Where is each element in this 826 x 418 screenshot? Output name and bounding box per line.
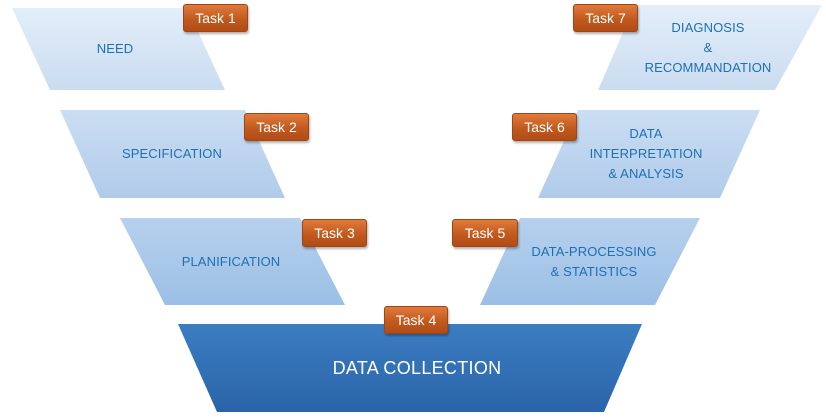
stage-shape-data-collection — [178, 324, 642, 412]
stage-label-line: DATA COLLECTION — [332, 358, 502, 378]
stage-label-data-processing: DATA-PROCESSING & STATISTICS — [510, 218, 678, 305]
stage-label-data-collection: DATA COLLECTION — [217, 324, 617, 412]
task-badge-1: Task 1 — [183, 4, 248, 32]
stage-label-line: PLANIFICATION — [181, 253, 281, 269]
stage-label-diagnosis: DIAGNOSIS & RECOMMANDATION — [632, 5, 784, 90]
stage-shape-data-processing — [480, 218, 700, 305]
task-badge-5: Task 5 — [452, 219, 518, 247]
stage-label-line: & STATISTICS — [550, 263, 638, 279]
stage-label-line: INTERPRETATION — [589, 146, 703, 161]
task-badge-7: Task 7 — [573, 4, 638, 32]
stage-label-line: DATA-PROCESSING — [531, 243, 657, 259]
stage-shape-need — [12, 8, 225, 90]
stage-label-line: DATA — [629, 126, 663, 141]
stage-label-planification: PLANIFICATION — [160, 218, 302, 305]
task-badge-6: Task 6 — [512, 113, 577, 141]
stage-label-line: & ANALYSIS — [608, 166, 684, 181]
stage-label-line: & — [703, 39, 713, 55]
task-badge-3: Task 3 — [302, 219, 367, 247]
task-badge-2: Task 2 — [244, 113, 309, 141]
stage-label-line: NEED — [96, 41, 134, 56]
stage-label-line: DIAGNOSIS — [671, 19, 745, 35]
stage-label-need: NEED — [55, 8, 175, 90]
stage-shape-diagnosis — [598, 5, 822, 90]
stage-label-line: RECOMMANDATION — [644, 59, 772, 75]
stage-label-line: SPECIFICATION — [121, 146, 222, 161]
stage-shape-planification — [120, 218, 345, 305]
stage-label-data-interpretation: DATA INTERPRETATION & ANALYSIS — [570, 110, 722, 198]
stage-shape-data-interpretation — [538, 110, 760, 198]
stage-label-specification: SPECIFICATION — [98, 110, 246, 198]
stage-shape-specification — [60, 110, 285, 198]
task-badge-4: Task 4 — [384, 306, 448, 334]
